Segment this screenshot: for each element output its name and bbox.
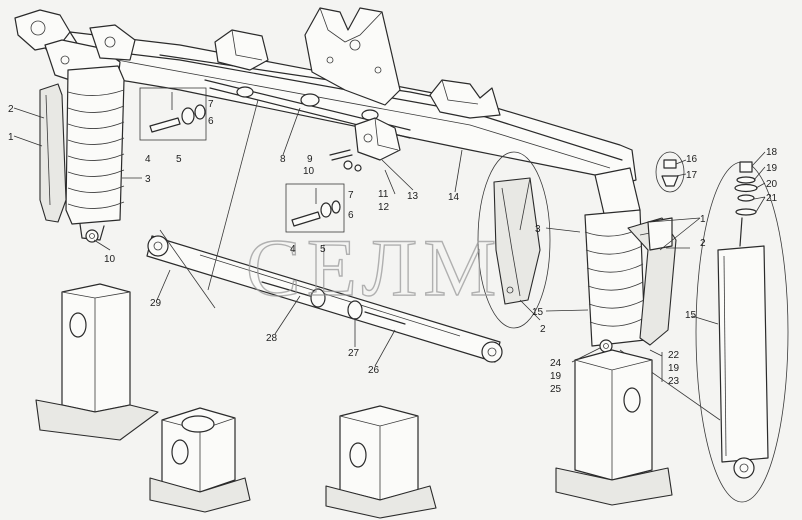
callout-23: 23 [668, 376, 680, 387]
leader-lines [13, 107, 766, 382]
support-block-3 [325, 405, 437, 519]
support-block-4 [555, 349, 673, 506]
small-bolt-assembly [329, 149, 362, 172]
beam-bracket-2 [304, 7, 401, 106]
callout-2-oval: 2 [540, 324, 546, 335]
callout-8: 8 [280, 154, 286, 165]
callout-25: 25 [550, 384, 562, 395]
callout-7-upper: 7 [208, 99, 214, 110]
callout-1-right: 1 [700, 214, 706, 225]
beam-bracket-3 [429, 79, 501, 119]
callout-22: 22 [668, 350, 680, 361]
shock-top-hardware [734, 161, 758, 216]
pin-detail-lower [285, 183, 345, 233]
callout-3-right: 3 [535, 224, 541, 235]
callout-19-bottom-left: 19 [550, 371, 562, 382]
left-lower-mount [85, 229, 99, 243]
callout-5-lower: 5 [320, 244, 326, 255]
callout-18: 18 [766, 147, 778, 158]
callout-4-lower: 4 [290, 244, 296, 255]
callout-21: 21 [766, 193, 778, 204]
callout-15-oval: 15 [685, 310, 697, 321]
left-shock-housing [39, 83, 67, 223]
pin-detail-upper [139, 87, 207, 141]
callout-20: 20 [766, 179, 778, 190]
right-lower-mount [599, 339, 613, 353]
bolt-detail-oval [655, 151, 685, 193]
callout-19-top: 19 [766, 163, 778, 174]
callout-28: 28 [266, 333, 278, 344]
callout-6-lower: 6 [348, 210, 354, 221]
callout-27: 27 [348, 348, 360, 359]
callout-26: 26 [368, 365, 380, 376]
callout-9: 9 [307, 154, 313, 165]
callout-29: 29 [150, 298, 162, 309]
callout-4-upper: 4 [145, 154, 151, 165]
callout-2-right: 2 [700, 238, 706, 249]
callout-12: 12 [378, 202, 390, 213]
rod-bracket [354, 117, 401, 161]
callout-5-upper: 5 [176, 154, 182, 165]
callout-6-upper: 6 [208, 116, 214, 127]
callout-16: 16 [686, 154, 698, 165]
link-bushings [261, 281, 406, 325]
callout-7-lower: 7 [348, 190, 354, 201]
callout-11: 11 [378, 189, 389, 200]
shock-absorber-oval [695, 161, 789, 503]
callout-19-bottom-right: 19 [668, 363, 680, 374]
bracket-detail-oval [477, 151, 551, 329]
callout-1-left: 1 [8, 132, 14, 143]
callout-labels: 2 1 3 10 4 5 6 7 8 9 10 11 12 13 14 7 6 … [8, 99, 778, 395]
callout-14: 14 [448, 192, 460, 203]
callout-2-left: 2 [8, 104, 14, 115]
callout-13: 13 [407, 191, 419, 202]
right-shock-bracket [627, 217, 677, 346]
watermark: СЕЛМ [246, 222, 502, 313]
callout-15-right: 15 [532, 307, 544, 318]
callout-24: 24 [550, 358, 562, 369]
callout-10-center: 10 [303, 166, 315, 177]
left-coil-spring [65, 65, 125, 241]
callout-17: 17 [686, 170, 698, 181]
callout-10-left: 10 [104, 254, 116, 265]
support-block-1 [35, 283, 159, 441]
support-block-2 [149, 407, 251, 513]
beam-bracket-1 [214, 29, 269, 71]
callout-3-left: 3 [145, 174, 151, 185]
